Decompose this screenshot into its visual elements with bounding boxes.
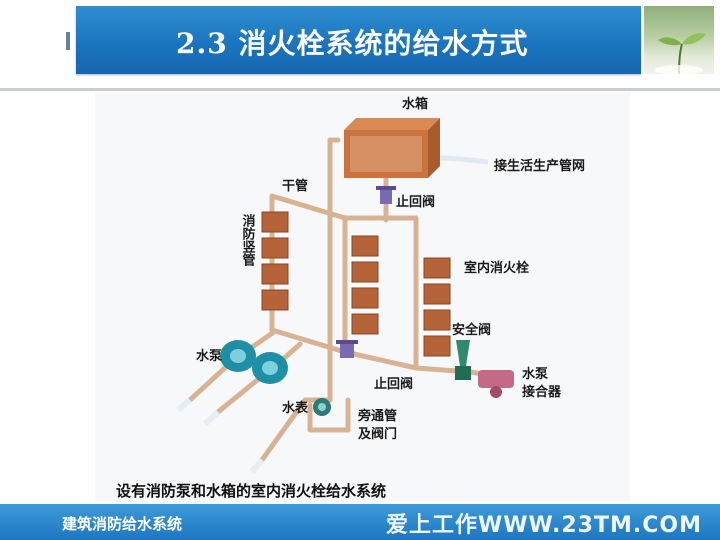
footer-course-title: 建筑消防给水系统 bbox=[62, 515, 183, 533]
plant-sprout-image bbox=[644, 6, 714, 74]
label-pump-connector-text: 水泵 接合器 bbox=[522, 366, 562, 400]
title-accent-tick bbox=[66, 32, 70, 50]
hydrant-boxes-right bbox=[423, 257, 451, 357]
water-meter-icon bbox=[313, 398, 331, 416]
label-main-pipe: 干管 bbox=[282, 178, 308, 194]
label-water-tank: 水箱 bbox=[402, 96, 428, 112]
bottom-main-pipe bbox=[269, 327, 473, 375]
label-to-domestic-network: 接生活生产管网 bbox=[494, 158, 585, 174]
label-bypass-text: 旁通管 及阀门 bbox=[357, 408, 402, 442]
label-pump: 水泵 bbox=[196, 348, 222, 364]
safety-valve-icon bbox=[455, 340, 471, 380]
hydrant-system-diagram: 水箱 接生活生产管网 止回阀 干管 消防竖管 室内消火栓 安全阀 水泵 止回阀 … bbox=[116, 96, 586, 500]
label-safety-valve: 安全阀 bbox=[452, 322, 491, 338]
diagram-caption: 设有消防泵和水箱的室内消火栓给水系统 bbox=[116, 482, 386, 500]
sprout-icon bbox=[655, 33, 706, 74]
pipe-network bbox=[187, 137, 513, 463]
bypass-pipe bbox=[307, 397, 351, 433]
pump-icon bbox=[220, 340, 288, 384]
title-bar: 2.3 消火栓系统的给水方式 bbox=[76, 6, 641, 74]
page-title: 2.3 消火栓系统的给水方式 bbox=[176, 27, 529, 60]
tank-outlet-pipe bbox=[327, 137, 341, 383]
water-tank bbox=[344, 118, 440, 178]
header-divider bbox=[0, 88, 720, 91]
pump-connector-icon bbox=[478, 370, 514, 398]
footer-watermark: 爱上工作WWW.23TM.COM bbox=[386, 513, 702, 538]
check-valve-top-icon bbox=[376, 186, 396, 204]
label-check-valve-bottom: 止回阀 bbox=[374, 376, 413, 392]
outflow-stream bbox=[176, 155, 489, 474]
hydrant-boxes-middle bbox=[351, 235, 379, 335]
label-bypass: 旁通管 及阀门 bbox=[357, 408, 402, 442]
check-valve-bottom-icon bbox=[336, 340, 358, 358]
label-riser: 消防竖管 bbox=[240, 213, 256, 267]
footer-bar: 建筑消防给水系统 爱上工作WWW.23TM.COM bbox=[0, 504, 720, 540]
label-pump-connector: 水泵 接合器 bbox=[522, 366, 562, 400]
label-indoor-hydrant: 室内消火栓 bbox=[464, 260, 529, 276]
label-water-meter: 水表 bbox=[282, 400, 309, 416]
hydrant-boxes-left bbox=[261, 211, 289, 311]
label-check-valve-top: 止回阀 bbox=[396, 194, 435, 210]
top-main-pipe bbox=[269, 193, 419, 241]
